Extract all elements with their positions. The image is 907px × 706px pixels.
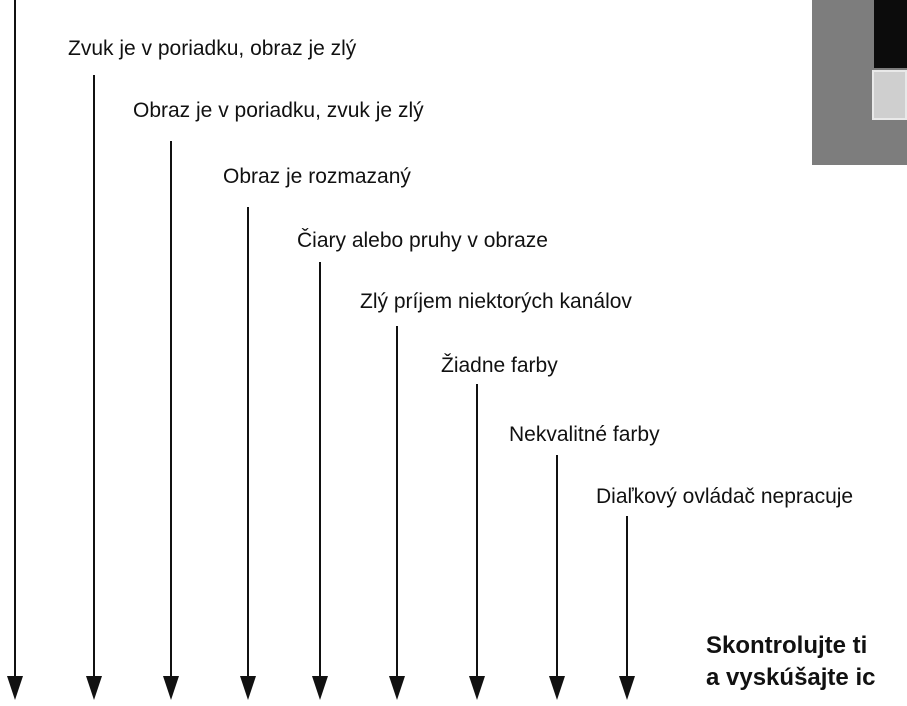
footer-line-2: a vyskúšajte ic <box>706 664 876 691</box>
symptom-label-lines: Čiary alebo pruhy v obraze <box>297 229 548 252</box>
symptom-label-blurry: Obraz je rozmazaný <box>223 165 411 188</box>
arrow-5 <box>389 326 405 700</box>
arrow-8 <box>619 516 635 700</box>
tv-screen-light-area <box>872 70 907 120</box>
tv-screen-dark-area <box>874 0 907 68</box>
symptom-label-poor-color: Nekvalitné farby <box>509 423 660 446</box>
symptom-label-no-color: Žiadne farby <box>441 354 558 377</box>
symptom-label-remote: Diaľkový ovládač nepracuje <box>596 485 854 508</box>
arrow-7 <box>549 455 565 700</box>
symptom-label-poor-reception: Zlý príjem niektorých kanálov <box>360 290 632 313</box>
arrow-4 <box>312 262 328 700</box>
tv-screen-thumbnail <box>812 0 907 165</box>
arrow-2 <box>163 141 179 700</box>
arrow-0 <box>7 0 23 700</box>
footer-line-1: Skontrolujte ti <box>706 632 868 659</box>
symptom-label-picture-bad: Zvuk je v poriadku, obraz je zlý <box>68 37 357 60</box>
arrow-6 <box>469 384 485 700</box>
arrow-3 <box>240 207 256 700</box>
arrow-1 <box>86 75 102 700</box>
symptom-label-sound-bad: Obraz je v poriadku, zvuk je zlý <box>133 99 424 122</box>
